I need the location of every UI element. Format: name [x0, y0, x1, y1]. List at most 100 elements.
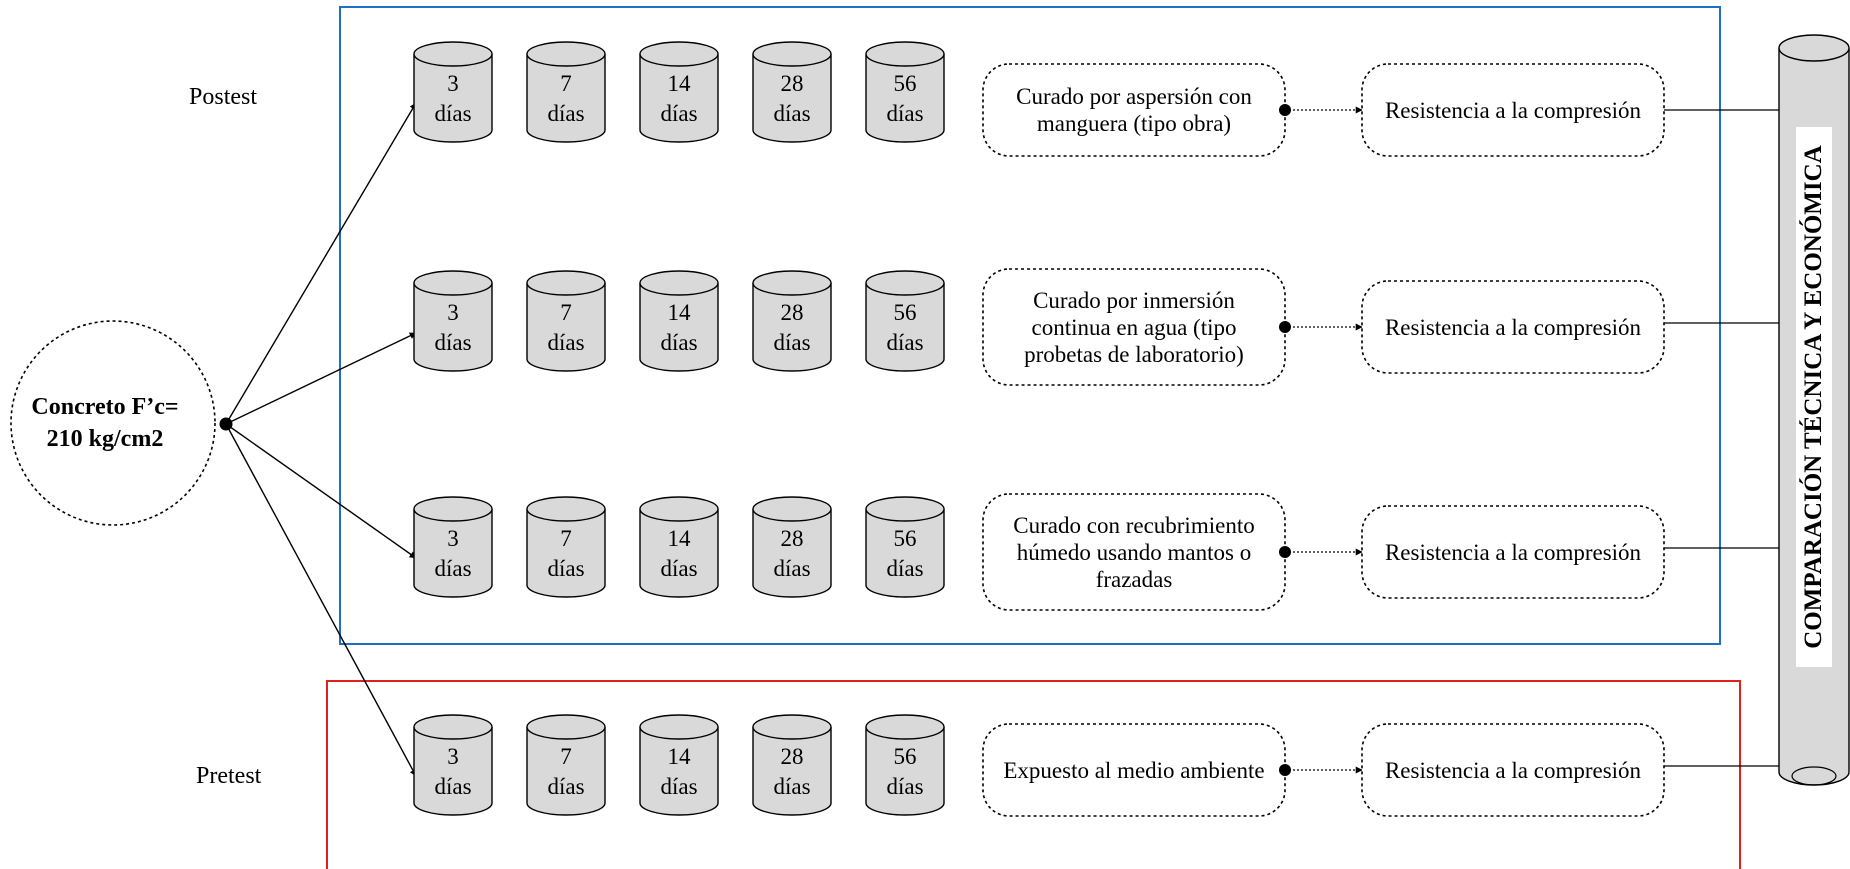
concrete-label-line1: Concreto F’c= — [31, 394, 179, 420]
cylinder-age-unit: días — [434, 101, 472, 126]
cylinder-specimen — [752, 714, 832, 816]
cylinder-body — [413, 509, 493, 598]
cylinder-age-unit: días — [886, 101, 924, 126]
cylinder-body — [865, 54, 945, 143]
result-label: Resistencia a la compresión — [1384, 97, 1642, 123]
cylinder-top — [413, 496, 493, 522]
cylinder-age-unit: días — [773, 774, 811, 799]
cylinder-age-number: 28 — [780, 526, 804, 551]
cylinder-age-unit: días — [773, 556, 811, 581]
cylinder-body — [639, 283, 719, 372]
curing-process-label: Curado por inmersión continua en agua (t… — [1024, 287, 1244, 367]
concrete-label-line2: 210 kg/cm2 — [46, 426, 164, 452]
postest-label: Postest — [189, 84, 258, 110]
comparison-title: COMPARACIÓN TÉCNICA Y ECONÓMICA — [1796, 127, 1832, 667]
cylinder-age-number: 28 — [780, 300, 804, 325]
cylinder-body — [752, 283, 832, 372]
cylinder-top — [865, 41, 945, 67]
result-label: Resistencia a la compresión — [1384, 757, 1642, 783]
cylinder-top — [639, 270, 719, 296]
cylinder-age-unit: días — [547, 556, 585, 581]
curing-process-box — [982, 63, 1286, 157]
cylinder-specimen — [639, 714, 719, 816]
cylinder-top — [639, 496, 719, 522]
cylinder-body — [413, 283, 493, 372]
cylinder-body — [413, 727, 493, 816]
cylinder-age-unit: días — [886, 330, 924, 355]
cylinder-age-unit: días — [660, 556, 698, 581]
branch-point — [219, 417, 233, 431]
cylinder-age-unit: días — [660, 101, 698, 126]
cylinder-age-number: 7 — [560, 300, 572, 325]
cylinder-age-number: 14 — [667, 744, 691, 769]
cylinder-specimen — [413, 41, 493, 143]
cylinder-specimen — [752, 496, 832, 598]
cylinder-specimen — [752, 41, 832, 143]
cylinder-age-number: 7 — [560, 744, 572, 769]
curing-process-label: Expuesto al medio ambiente — [1003, 757, 1265, 783]
result-label: Resistencia a la compresión — [1384, 314, 1642, 340]
cylinder-age-number: 7 — [560, 71, 572, 96]
cylinder-age-unit: días — [660, 774, 698, 799]
result-label: Resistencia a la compresión — [1384, 539, 1642, 565]
cylinder-body — [865, 509, 945, 598]
cylinder-specimen — [865, 41, 945, 143]
cylinder-age-number: 56 — [893, 300, 917, 325]
cylinder-top — [639, 714, 719, 740]
cylinder-age-unit: días — [434, 330, 472, 355]
cylinder-age-unit: días — [886, 556, 924, 581]
cylinder-specimen — [526, 41, 606, 143]
cylinder-top — [413, 270, 493, 296]
cylinder-top — [413, 41, 493, 67]
cylinder-age-number: 56 — [893, 744, 917, 769]
cylinder-age-unit: días — [547, 330, 585, 355]
result-box — [1361, 63, 1665, 157]
cylinder-top — [752, 714, 832, 740]
cylinder-body — [639, 727, 719, 816]
cylinder-body — [526, 727, 606, 816]
cylinder-specimen — [639, 41, 719, 143]
cylinder-age-unit: días — [773, 101, 811, 126]
cylinder-body — [752, 727, 832, 816]
result-box — [1361, 723, 1665, 817]
cylinder-age-number: 56 — [893, 71, 917, 96]
cylinder-age-number: 3 — [447, 744, 459, 769]
cylinder-age-number: 3 — [447, 526, 459, 551]
cylinder-age-number: 7 — [560, 526, 572, 551]
cylinder-body — [526, 283, 606, 372]
cylinder-age-number: 28 — [780, 744, 804, 769]
cylinder-age-number: 56 — [893, 526, 917, 551]
cylinder-body — [752, 54, 832, 143]
cylinder-age-unit: días — [434, 556, 472, 581]
cylinder-age-number: 14 — [667, 300, 691, 325]
result-box — [1361, 280, 1665, 374]
cylinder-age-number: 28 — [780, 71, 804, 96]
concrete-circle — [10, 320, 216, 526]
cylinder-top — [865, 496, 945, 522]
cylinder-top — [526, 41, 606, 67]
cylinder-top — [752, 270, 832, 296]
cylinder-age-unit: días — [547, 774, 585, 799]
cylinder-top — [413, 714, 493, 740]
curing-process-box — [982, 723, 1286, 817]
cylinder-age-unit: días — [434, 774, 472, 799]
cylinder-age-number: 14 — [667, 526, 691, 551]
cylinder-top — [752, 41, 832, 67]
connector-dot — [1279, 764, 1291, 776]
cylinder-body — [639, 509, 719, 598]
branch-arrow — [225, 332, 417, 425]
cylinder-age-unit: días — [886, 774, 924, 799]
cylinder-specimen — [865, 714, 945, 816]
cylinder-specimen — [413, 270, 493, 372]
branch-arrow — [225, 102, 417, 425]
connector-dot — [1279, 546, 1291, 558]
curing-process-label: Curado por aspersión con manguera (tipo … — [1016, 84, 1252, 136]
cylinder-body — [865, 727, 945, 816]
cylinder-top — [639, 41, 719, 67]
cylinder-specimen — [639, 496, 719, 598]
cylinder-top — [865, 714, 945, 740]
branch-arrow — [225, 423, 417, 777]
cylinder-body — [526, 54, 606, 143]
cylinder-age-number: 3 — [447, 71, 459, 96]
